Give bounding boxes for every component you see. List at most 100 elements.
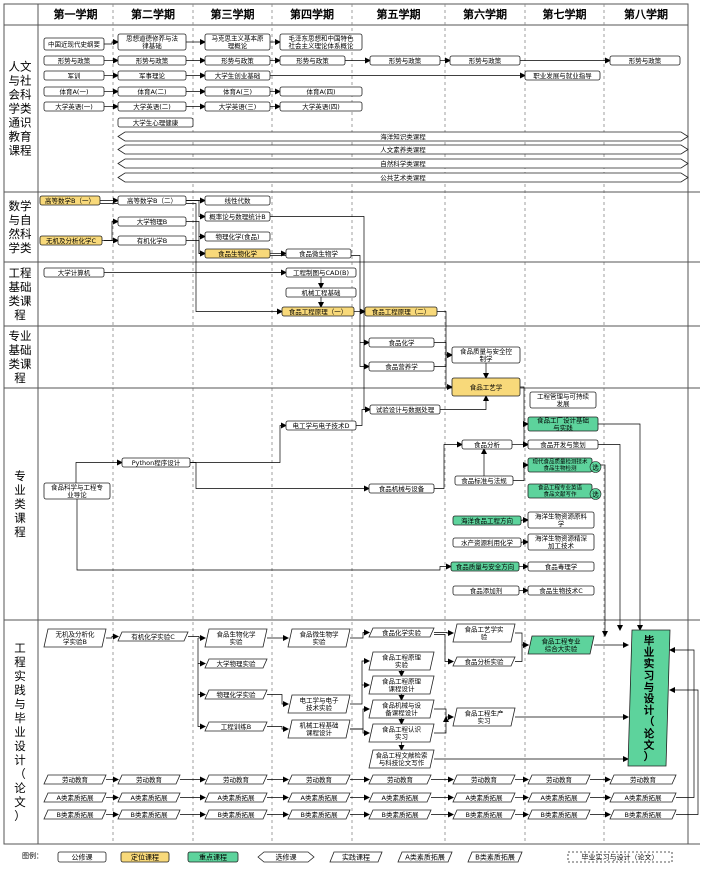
node-ld-4: 劳动教育 — [287, 774, 351, 785]
node-xs4: 形势与政策 — [279, 55, 346, 66]
node-bk-3-label: B类素质拓展 — [218, 810, 255, 819]
node-sxdd-label: 思想道德修养与法律基础 — [126, 34, 179, 50]
node-xxds-label: 线性代数 — [225, 196, 252, 205]
legend-item-5: 实践课程 — [329, 851, 383, 863]
node-gy2: 食品工程原理（二） — [364, 306, 438, 317]
edge-70 — [267, 694, 289, 707]
node-bk-2-label: B类素质拓展 — [131, 810, 168, 819]
edge-73 — [361, 658, 370, 685]
node-kcsj: 食品工程原理课程设计 — [368, 675, 435, 695]
node-zsys-label: 食品工程专业英语食品文献写作 — [538, 484, 583, 499]
node-xzyd-label: 食品工程文献检索与科技论文写作 — [376, 751, 429, 767]
node-shsy-label: 食品生物化学实验 — [217, 630, 257, 646]
node-hxyy-label: 现代食品质量检测技术食品生物检测 — [532, 458, 588, 473]
node-jxsj-label: 机械工程基础课程设计 — [300, 721, 340, 737]
node-ak-2: A类素质拓展 — [117, 792, 181, 803]
node-hyjg-label: 海洋生物资源精深加工技术 — [535, 534, 588, 550]
semester-1: 第一学期 — [54, 7, 98, 21]
category-c1: 人文与社会科学类通识教育课程 — [9, 60, 32, 158]
node-ty4: 体育A(四) — [279, 86, 363, 97]
node-tjj: 食品添加剂 — [452, 585, 520, 596]
node-ld-3-label: 劳动教育 — [223, 775, 250, 784]
node-gcsj: 食品工厂设计基础与实践 — [527, 416, 599, 432]
node-bk-label: B类素质拓展 — [57, 810, 94, 819]
semester-7: 第七学期 — [543, 7, 587, 21]
node-yy4-label: 大学英语(四) — [302, 102, 340, 111]
node-ld-8-label: 劳动教育 — [630, 775, 657, 784]
node-gll-label: 概率论与数理统计B — [209, 212, 265, 221]
node-zsys: 食品工程专业英语食品文献写作 — [527, 484, 593, 499]
edge-59 — [188, 635, 206, 641]
edge-32 — [434, 342, 453, 358]
node-spws-label: 食品微生物学 — [299, 249, 339, 258]
node-layer: 中国近现代史纲要思想道德修养与法律基础马克思主义基本原理概论毛泽东思想和中国特色… — [39, 33, 689, 820]
node-yljsy: 食品工程原理实验 — [368, 651, 435, 671]
node-gs2-label: 高等数学B（二） — [127, 196, 177, 205]
node-ak-6-label: A类素质拓展 — [466, 793, 503, 802]
node-python-label: Python程序设计 — [132, 458, 181, 467]
node-sbsj-label: 食品机械与设备课程设计 — [382, 701, 422, 717]
node-zr: 自然科学类课程 — [117, 158, 689, 169]
node-rsxs: 食品工程认识实习 — [368, 723, 435, 743]
node-wjfx: 无机及分析化学C — [39, 235, 103, 246]
edge-106 — [669, 687, 699, 815]
node-scsx: 食品工程生产实习 — [452, 707, 516, 727]
node-gg: 公共艺术类课程 — [117, 172, 689, 183]
edge-41 — [190, 422, 287, 463]
node-sxdd: 思想道德修养与法律基础 — [117, 33, 187, 51]
semester-5: 第五学期 — [377, 7, 421, 21]
node-gg-label: 公共艺术类课程 — [380, 173, 426, 182]
node-xs1: 形势与政策 — [43, 55, 105, 66]
node-xs5: 形势与政策 — [369, 55, 441, 66]
edge-56 — [598, 444, 623, 631]
node-gysy-label: 食品工艺学实验 — [465, 625, 505, 641]
node-mks-label: 马克思主义基本原理概论 — [212, 34, 265, 50]
edge-55 — [598, 423, 643, 631]
node-whsy: 物理化学实验 — [204, 689, 268, 700]
node-ak-4-label: A类素质拓展 — [301, 793, 338, 802]
node-gy1: 食品工程原理（一） — [281, 306, 355, 317]
grid-layer — [3, 3, 700, 845]
node-sphx: 食品化学 — [368, 337, 435, 348]
node-gs2: 高等数学B（二） — [117, 195, 187, 206]
node-hy: 海洋知识类课程 — [117, 131, 689, 142]
node-ak-5: A类素质拓展 — [368, 792, 432, 803]
node-shsy: 食品生物化学实验 — [204, 628, 268, 648]
node-bk-7-label: B类素质拓展 — [541, 810, 578, 819]
category-c5: 专业类课程 — [14, 469, 26, 539]
node-hyzy-label: 海洋生物资源原料学 — [535, 512, 588, 528]
node-gs1: 高等数学B（一） — [39, 195, 101, 206]
node-gy2-label: 食品工程原理（二） — [372, 307, 431, 316]
node-rw: 人文素养类课程 — [117, 144, 689, 155]
edge-42 — [356, 406, 371, 426]
node-xinli-label: 大学生心理健康 — [133, 118, 179, 127]
node-zhiye: 职业发展与就业指导 — [524, 70, 601, 81]
node-spzl-label: 食品毒理学 — [545, 562, 578, 571]
node-biye: 毕业实习与设计（论文） — [627, 629, 671, 767]
node-ld-5-label: 劳动教育 — [387, 775, 414, 784]
node-ak-2-label: A类素质拓展 — [131, 793, 168, 802]
node-zgjd: 中国近现代史纲要 — [43, 37, 105, 51]
node-xs5-label: 形势与政策 — [389, 56, 422, 65]
node-gczt: 工程制图与CAD(B) — [285, 267, 357, 278]
legend-item-4: 选修课 — [257, 851, 315, 863]
legend-item-5-label: 实践课程 — [342, 853, 370, 862]
node-ld-3: 劳动教育 — [204, 774, 268, 785]
node-yjsy-label: 有机化学实验C — [131, 632, 175, 641]
node-bk: B类素质拓展 — [43, 809, 107, 820]
node-ak-8-label: A类素质拓展 — [625, 793, 662, 802]
edge-44 — [190, 462, 370, 492]
edge-48 — [513, 462, 529, 481]
edge-61 — [350, 629, 370, 639]
node-yy3-label: 大学英语(三) — [219, 102, 257, 111]
edge-23 — [186, 240, 206, 257]
node-gcgl: 工程管理与可持续发展 — [529, 391, 597, 409]
edge-71 — [267, 726, 289, 732]
node-xs2-label: 形势与政策 — [136, 56, 169, 65]
node-bk-5: B类素质拓展 — [368, 809, 432, 820]
node-dgdz: 电工学与电子技术D — [285, 420, 357, 431]
node-hy-label: 海洋知识类课程 — [380, 132, 426, 141]
node-liang2-label: 选 — [592, 489, 599, 498]
